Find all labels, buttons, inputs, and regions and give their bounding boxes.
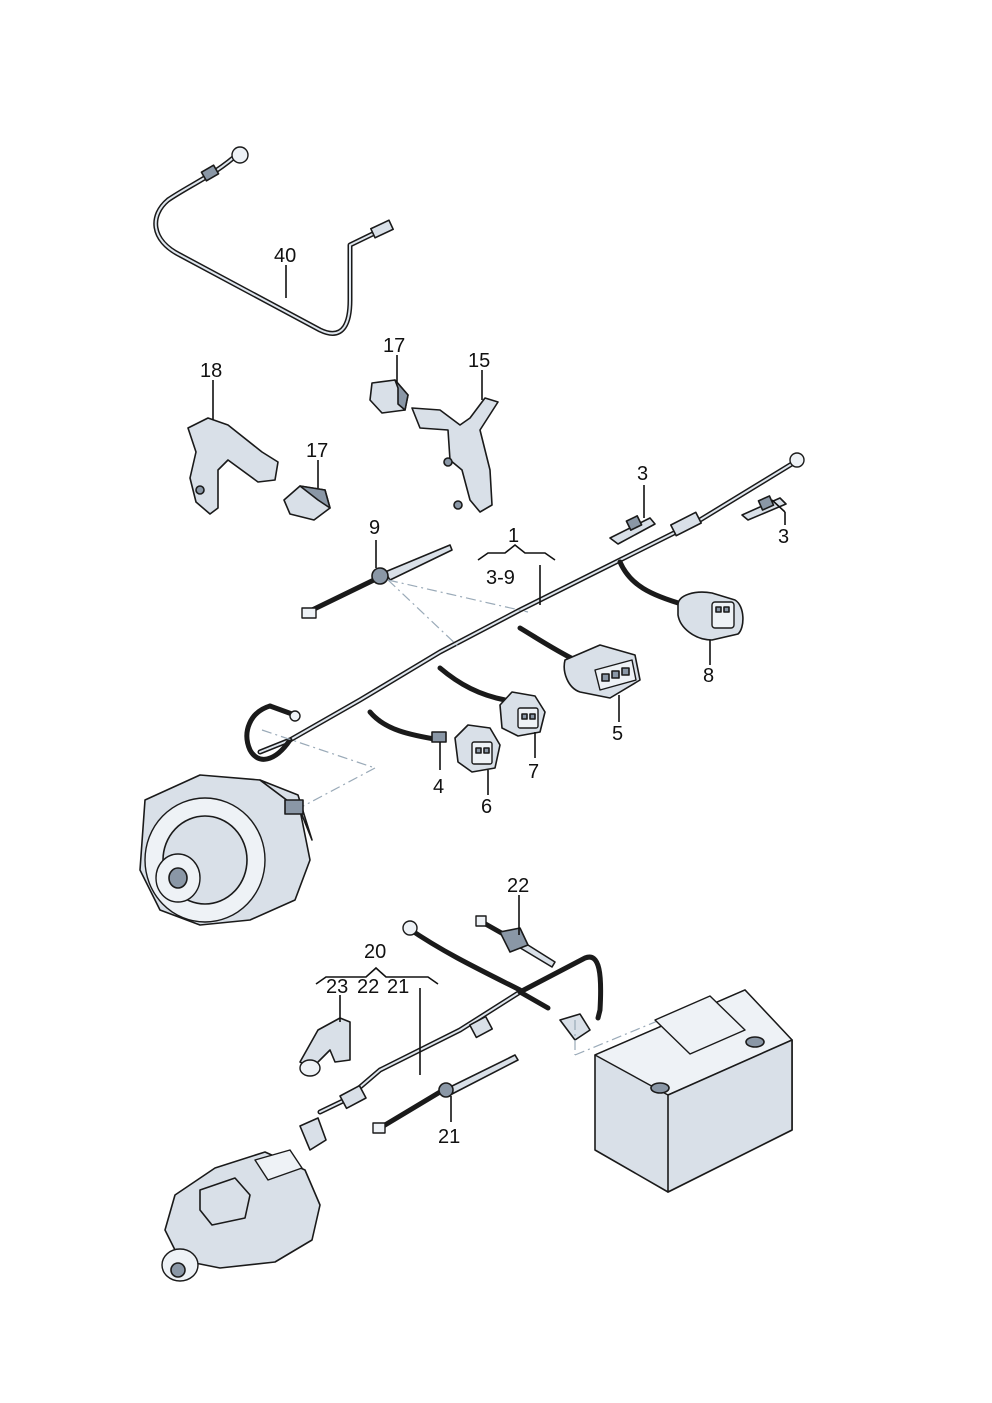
label-7: 7	[528, 761, 539, 783]
grommet-4[interactable]	[431, 731, 447, 743]
label-17-lower: 17	[306, 440, 328, 462]
label-22: 22	[357, 976, 379, 998]
cable-tie-21[interactable]	[372, 1054, 519, 1134]
label-17-top: 17	[383, 335, 405, 357]
label-15: 15	[468, 350, 490, 372]
cable-tie-9[interactable]	[301, 544, 453, 619]
label-8: 8	[703, 665, 714, 687]
label-9: 9	[369, 517, 380, 539]
label-20: 20	[364, 941, 386, 963]
ground-strap-40[interactable]	[153, 146, 394, 336]
connector-8[interactable]	[677, 591, 744, 641]
label-21-lower: 21	[438, 1126, 460, 1148]
alternator	[139, 774, 313, 926]
label-23: 23	[326, 976, 348, 998]
cable-tie-22[interactable]	[475, 915, 556, 968]
connector-5[interactable]	[563, 644, 641, 699]
connector-7[interactable]	[499, 691, 546, 737]
label-6: 6	[481, 796, 492, 818]
label-3-9: 3-9	[486, 567, 515, 589]
label-3-left: 3	[637, 463, 648, 485]
label-22-top: 22	[507, 875, 529, 897]
clip-3-right[interactable]	[741, 495, 787, 521]
label-21: 21	[387, 976, 409, 998]
label-40: 40	[274, 245, 296, 267]
label-1: 1	[508, 525, 519, 547]
clip-17-lower[interactable]	[283, 485, 331, 521]
connector-6[interactable]	[454, 724, 501, 773]
battery	[594, 989, 793, 1193]
bracket-23[interactable]	[299, 1017, 351, 1077]
label-3-right: 3	[778, 526, 789, 548]
starter-motor	[161, 1149, 321, 1282]
bracket-15[interactable]	[411, 397, 499, 513]
ring-terminal	[231, 146, 249, 164]
bracket-18[interactable]	[187, 417, 279, 515]
label-5: 5	[612, 723, 623, 745]
label-4: 4	[433, 776, 444, 798]
clip-3-left[interactable]	[609, 515, 656, 545]
label-18: 18	[200, 360, 222, 382]
clip-17-top[interactable]	[369, 379, 409, 414]
